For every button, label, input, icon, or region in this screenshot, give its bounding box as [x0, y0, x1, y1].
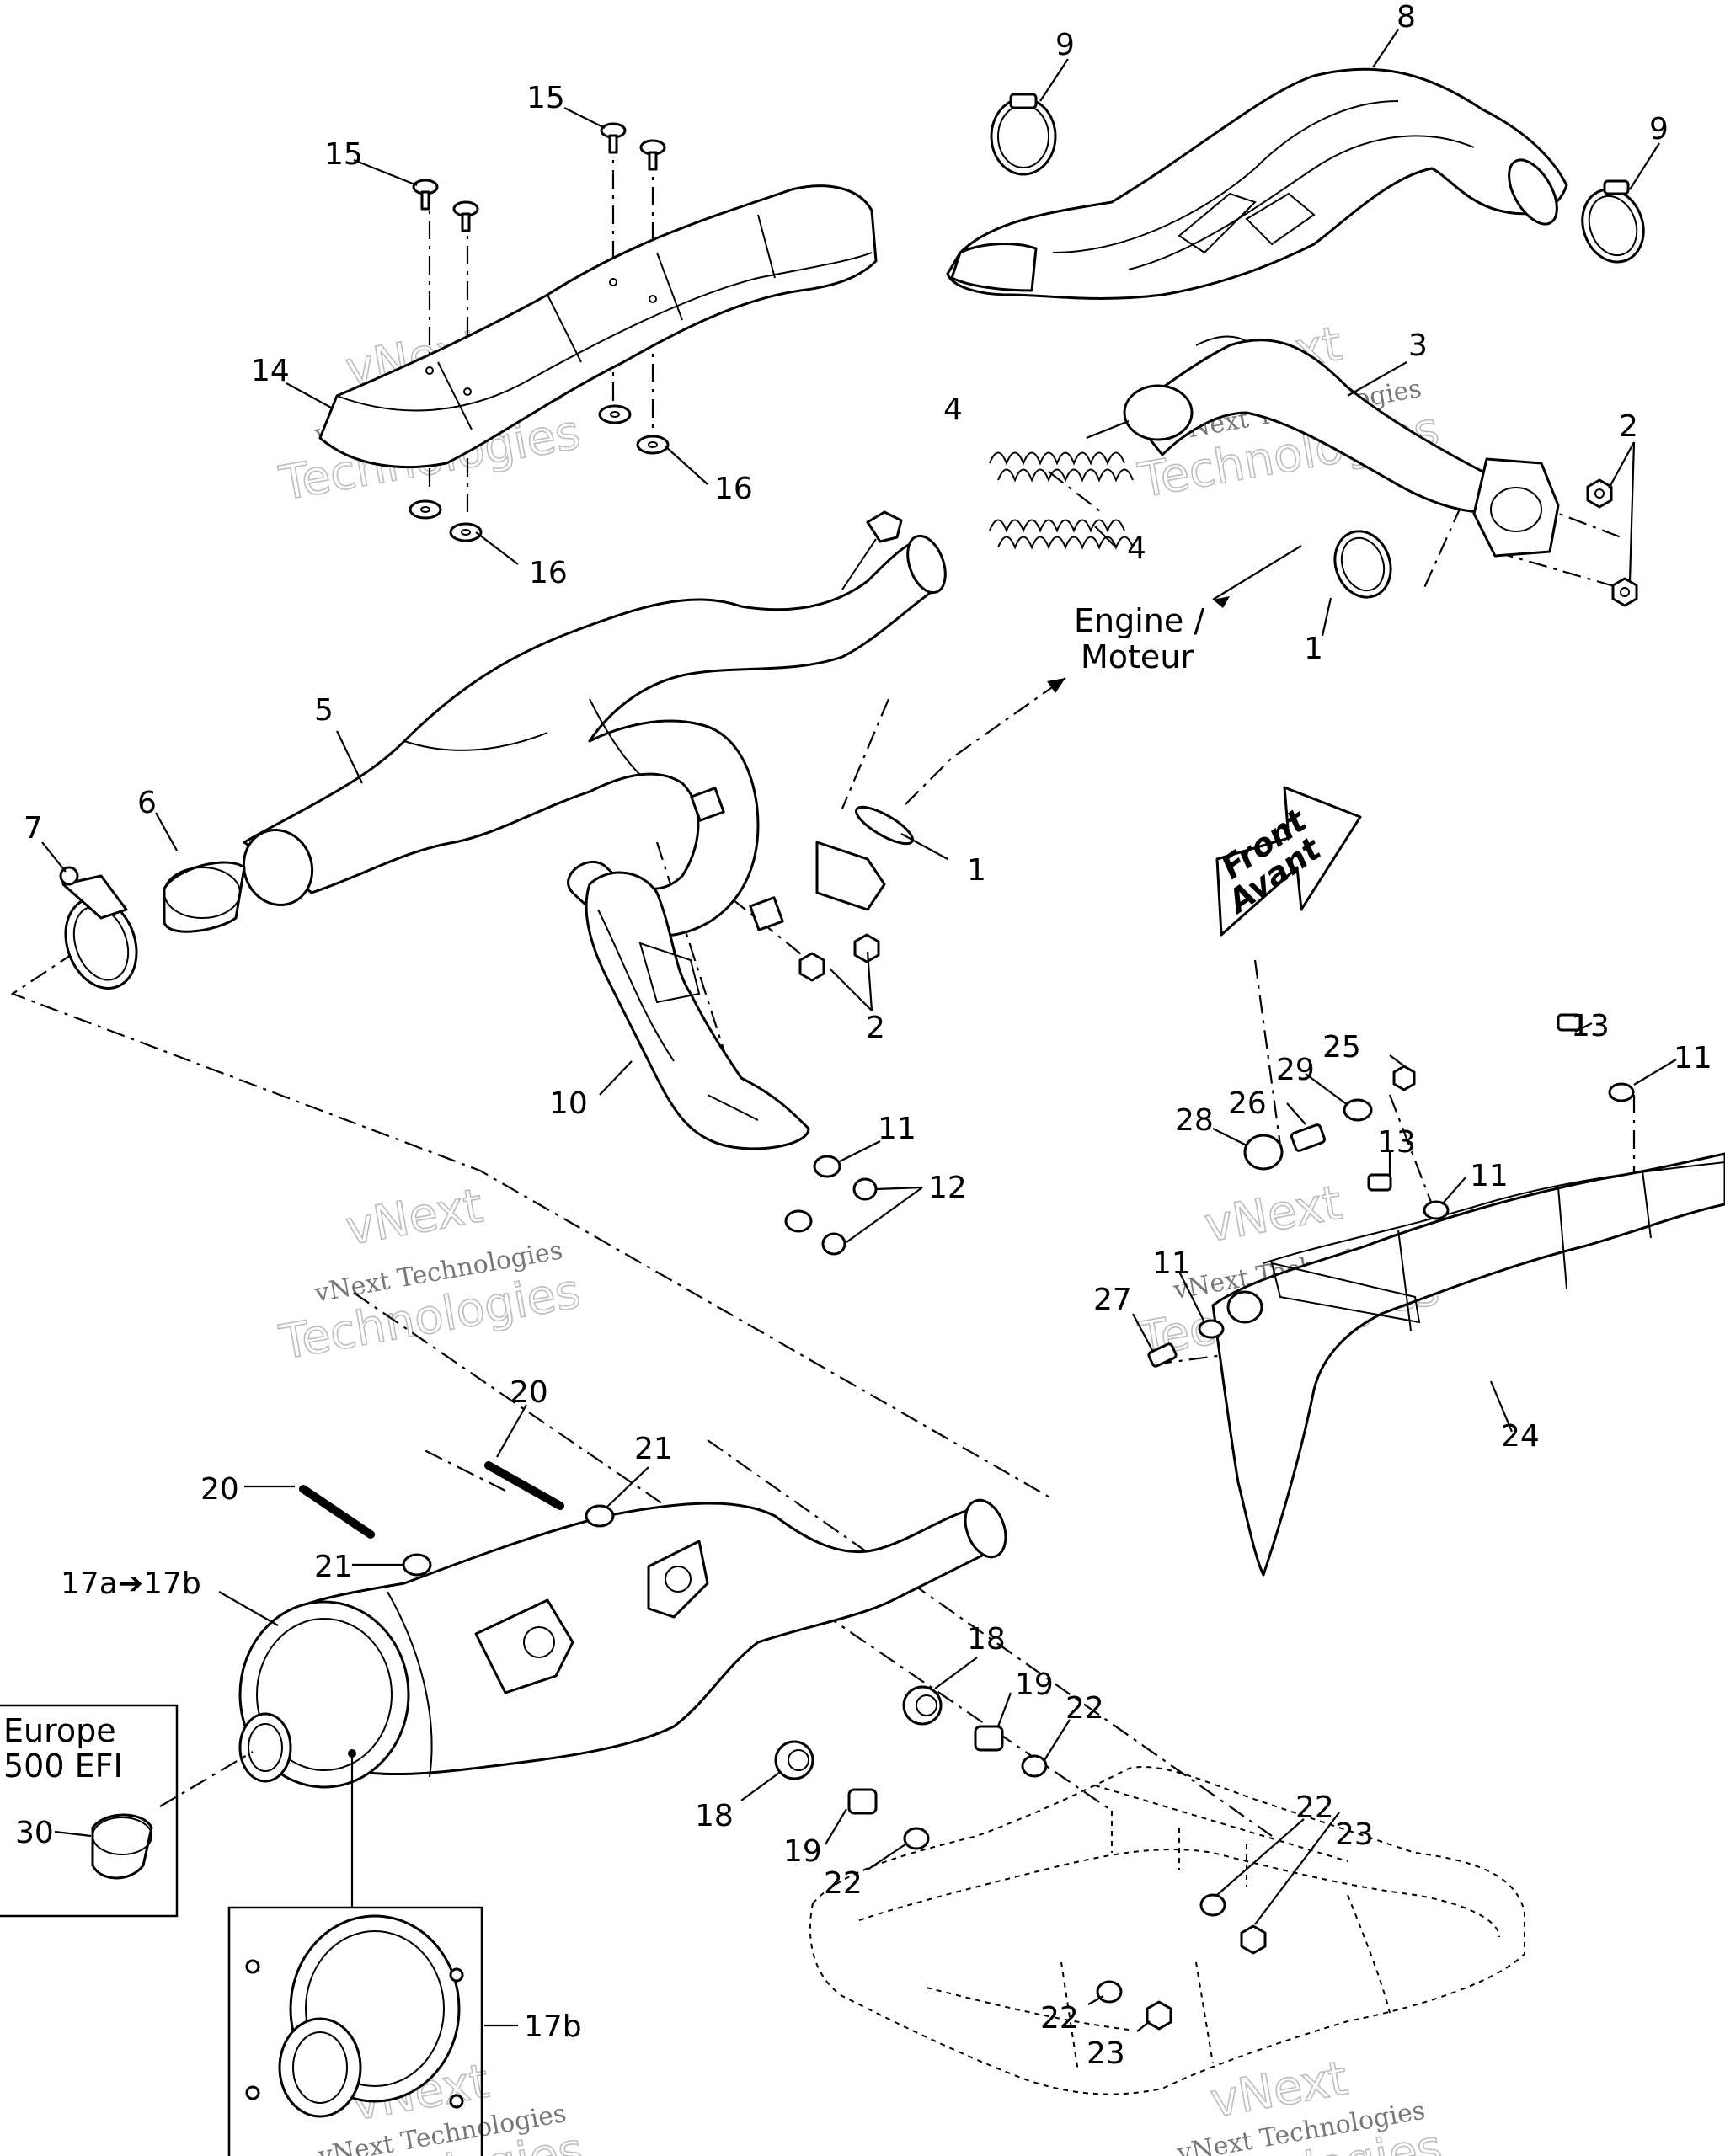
part-4-springs — [989, 451, 1134, 550]
callout-29: 29 — [1276, 1053, 1315, 1087]
callout-10: 10 — [549, 1086, 588, 1121]
callout-11: 11 — [1152, 1246, 1191, 1281]
frame-outline — [809, 1766, 1525, 2095]
callout-9: 9 — [1055, 28, 1075, 62]
callout-13: 13 — [1377, 1125, 1416, 1160]
front-arrow: Front Avant — [1215, 786, 1362, 937]
part-6-sleeve — [163, 861, 246, 933]
part-17-muffler — [238, 1498, 1007, 1789]
part-1-gasket-lower — [855, 805, 914, 846]
callout-11: 11 — [878, 1112, 916, 1146]
callout-21: 21 — [634, 1432, 673, 1466]
part-5-header-pipe — [242, 510, 947, 937]
callout-1: 1 — [967, 853, 986, 888]
callout-19: 19 — [1015, 1668, 1054, 1702]
europe-inset: Europe 500 EFI — [0, 1704, 254, 1918]
callout-20: 20 — [200, 1472, 239, 1507]
callout-1: 1 — [1304, 632, 1323, 666]
callout-2: 2 — [866, 1011, 885, 1045]
callout-16: 16 — [714, 472, 753, 506]
europe-label-line1: Europe — [3, 1712, 116, 1749]
callout-23: 23 — [1087, 2036, 1125, 2071]
callout-15: 15 — [526, 81, 565, 115]
engine-label: Engine / Moteur — [905, 545, 1302, 805]
callout-16: 16 — [529, 556, 568, 590]
part-10-lower-heat-shield — [585, 871, 810, 1150]
part-7-clamp — [59, 866, 138, 990]
part-16-washers — [409, 404, 670, 542]
callout-22: 22 — [1040, 2001, 1079, 2036]
engine-label-line1: Engine / — [1074, 602, 1204, 639]
callout-17b: 17b — [524, 2009, 582, 2044]
assembly-lines — [10, 135, 1636, 1837]
callout-7: 7 — [24, 811, 43, 846]
watermark-big-line1: vNext — [342, 1178, 487, 1256]
callout-17a-17b: 17a➔17b — [61, 1566, 201, 1601]
callout-2: 2 — [1619, 409, 1638, 444]
callout-28: 28 — [1175, 1103, 1214, 1138]
callout-14: 14 — [251, 354, 290, 388]
callout-24: 24 — [1501, 1419, 1540, 1454]
part-20-21-bolts — [299, 1461, 615, 1577]
part-8-intake-duct — [946, 67, 1568, 300]
inset-17b — [227, 1753, 483, 2156]
callout-23: 23 — [1335, 1817, 1374, 1852]
part-15-rivets — [412, 122, 666, 232]
callout-8: 8 — [1397, 0, 1416, 35]
part-9-clamp-right — [1581, 179, 1645, 264]
callout-27: 27 — [1093, 1283, 1132, 1317]
part-2-nuts-top — [1586, 478, 1638, 607]
callout-5: 5 — [314, 693, 334, 728]
europe-label-line2: 500 EFI — [3, 1748, 123, 1785]
part-2-nuts-lower — [798, 933, 880, 982]
callout-22: 22 — [1295, 1790, 1334, 1825]
callouts: 9 8 9 15 15 14 16 16 3 2 4 4 1 5 6 7 1 2… — [15, 0, 1712, 2071]
part-11-12-hardware-mid — [784, 1155, 878, 1256]
part-9-clamp-left — [990, 93, 1057, 176]
part-3-manifold — [1123, 335, 1560, 558]
leader-lines — [41, 29, 1677, 2032]
callout-9: 9 — [1649, 112, 1669, 147]
part-24-rear-shield — [1211, 1152, 1725, 1577]
part-14-heat-shield — [318, 184, 878, 469]
callout-18: 18 — [967, 1622, 1006, 1657]
part-18-22-grommets — [774, 1685, 1267, 2031]
callout-19: 19 — [783, 1834, 822, 1869]
callout-18: 18 — [695, 1799, 734, 1833]
callout-6: 6 — [137, 786, 157, 820]
engine-label-line2: Moteur — [1081, 638, 1194, 675]
part-1-gasket-top — [1333, 530, 1392, 599]
callout-30: 30 — [15, 1816, 54, 1850]
callout-22: 22 — [1065, 1691, 1104, 1726]
callout-15: 15 — [324, 137, 363, 172]
callout-3: 3 — [1408, 328, 1428, 363]
callout-4: 4 — [1127, 531, 1146, 566]
callout-11: 11 — [1674, 1041, 1712, 1075]
callout-12: 12 — [928, 1171, 967, 1205]
callout-25: 25 — [1322, 1030, 1361, 1065]
callout-11: 11 — [1470, 1159, 1509, 1193]
callout-22: 22 — [824, 1866, 862, 1901]
callout-26: 26 — [1228, 1086, 1267, 1121]
callout-21: 21 — [314, 1550, 353, 1584]
callout-4: 4 — [943, 392, 963, 427]
watermark-bottom-right: vNext Technologies vNext Technologies — [1136, 2050, 1446, 2156]
rear-hardware — [1147, 1013, 1635, 1368]
watermark-big-line1: vNext — [1200, 1176, 1345, 1253]
callout-20: 20 — [510, 1375, 548, 1410]
callout-13: 13 — [1571, 1009, 1610, 1043]
